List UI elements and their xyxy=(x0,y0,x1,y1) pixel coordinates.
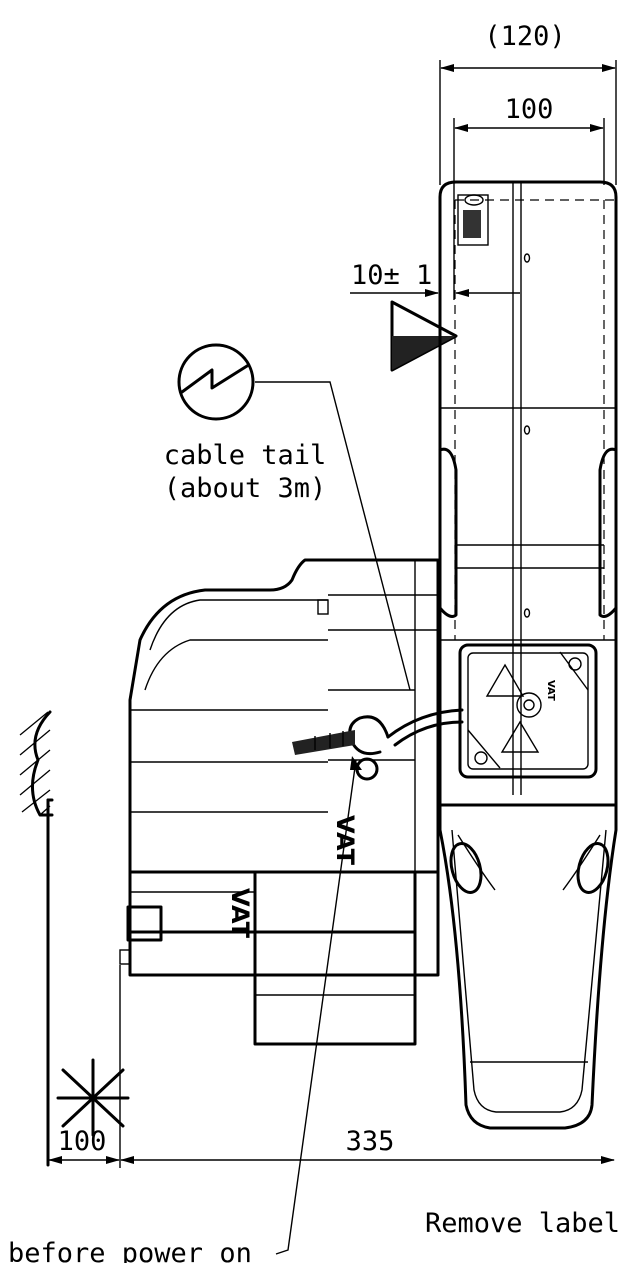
power-on-note: before power on xyxy=(8,1238,252,1263)
dimension-overall-width: (120) xyxy=(439,21,617,185)
cable-break-icon xyxy=(177,343,255,421)
valve-body xyxy=(438,180,618,807)
motor-vat-logo: VAT xyxy=(226,888,254,939)
cable-bushing xyxy=(348,708,464,781)
dimension-bottom: 100 335 xyxy=(48,965,615,1168)
warning-tag xyxy=(292,730,355,755)
cable-tail-label: cable tail xyxy=(164,440,327,471)
cable-leader-line xyxy=(255,381,411,691)
dimension-body-width-label: 100 xyxy=(505,94,554,125)
valve-handle xyxy=(438,803,618,1130)
dimension-offset-label: 10± 1 xyxy=(351,260,432,291)
actuator-housing: VAT xyxy=(326,558,440,874)
direction-triangle-icon xyxy=(390,300,458,372)
dimension-overall-width-label: (120) xyxy=(484,21,565,52)
actuator-cover xyxy=(128,558,330,874)
note-leader-line xyxy=(275,759,357,1255)
clearance-star-icon xyxy=(46,798,130,1167)
dimension-body-width: 100 xyxy=(453,94,605,300)
cable-tail-length-label: (about 3m) xyxy=(164,473,327,504)
dimension-left-clearance-label: 100 xyxy=(58,1126,107,1157)
dimension-offset: 10± 1 xyxy=(350,260,520,297)
panel-vat-logo: VAT xyxy=(545,680,556,701)
connector-panel: VAT xyxy=(458,643,598,779)
dimension-overall-length-label: 335 xyxy=(346,1126,395,1157)
motor-block: VAT xyxy=(119,870,440,1046)
remove-label-note: Remove label b xyxy=(425,1208,620,1239)
